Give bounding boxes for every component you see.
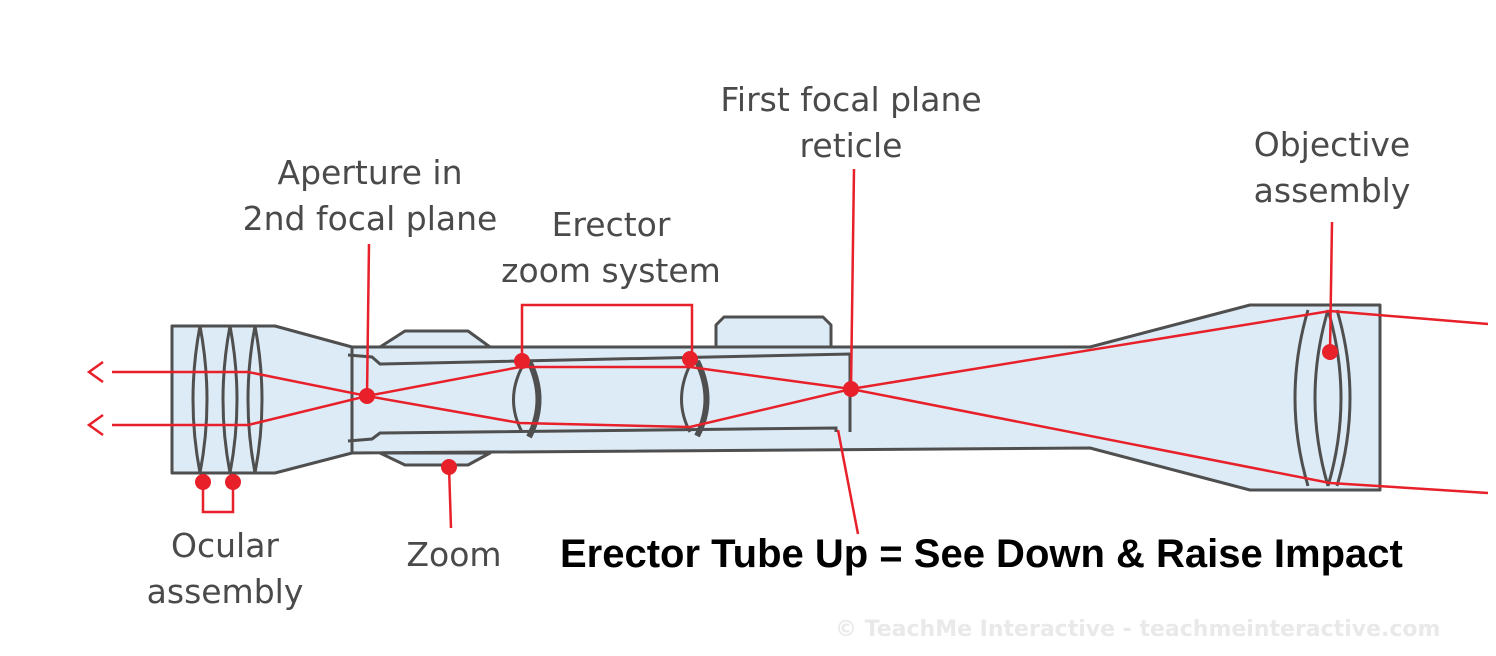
label-zoom: Zoom — [406, 532, 501, 578]
arrow-bottom — [86, 413, 104, 437]
label-ocular-line2: assembly — [146, 572, 304, 611]
label-objective-line1: Objective — [1253, 125, 1411, 164]
zoom-ring — [378, 329, 492, 349]
marker-first-focal — [843, 381, 859, 397]
leader-first-focal — [849, 168, 856, 390]
label-ocular-line1: Ocular — [170, 526, 279, 565]
zoom-ring-lower — [378, 451, 492, 467]
label-ocular: Ocular assembly — [147, 523, 304, 615]
marker-ocular-1 — [195, 474, 211, 490]
leader-zoom — [447, 466, 453, 529]
label-erector: Erector zoom system — [501, 202, 721, 294]
arrow-top — [86, 360, 104, 384]
headline: Erector Tube Up = See Down & Raise Impac… — [560, 532, 1403, 576]
ocular-lens-4 — [228, 325, 239, 474]
erector-lens-1-back — [526, 359, 542, 439]
objective-lens-front — [1313, 309, 1330, 487]
marker-ocular-2 — [225, 474, 241, 490]
label-first-focal: First focal plane reticle — [720, 77, 981, 169]
leader-ocular — [201, 482, 235, 514]
leader-objective — [1328, 221, 1334, 353]
objective-lens-outer-right — [1335, 309, 1352, 487]
label-zoom-text: Zoom — [406, 535, 502, 574]
ocular-lens-6 — [253, 325, 264, 474]
label-objective-line2: assembly — [1253, 171, 1411, 210]
ocular-lens-1 — [191, 325, 202, 474]
label-first-focal-line2: reticle — [799, 126, 903, 165]
marker-zoom — [441, 459, 457, 475]
ocular-lens-3 — [221, 325, 232, 474]
objective-lens-outer-left — [1293, 309, 1310, 487]
label-erector-line2: zoom system — [501, 251, 721, 290]
label-aperture-line2: 2nd focal plane — [242, 199, 498, 238]
credit-line: © TeachMe Interactive - teachmeinteracti… — [835, 617, 1441, 642]
label-erector-line1: Erector — [551, 205, 671, 244]
label-first-focal-line1: First focal plane — [720, 80, 982, 119]
label-aperture: Aperture in 2nd focal plane — [243, 150, 498, 242]
leader-aperture — [365, 243, 371, 397]
leader-erector-tube — [836, 429, 860, 535]
marker-erector-2 — [682, 351, 698, 367]
leader-erector — [520, 303, 694, 361]
marker-objective — [1322, 344, 1338, 360]
main-tube — [350, 303, 1382, 492]
marker-erector-1 — [514, 353, 530, 369]
label-objective: Objective assembly — [1254, 122, 1411, 214]
label-aperture-line1: Aperture in — [277, 153, 463, 192]
erector-lens-1 — [512, 366, 524, 433]
ray-top — [112, 309, 1489, 398]
objective-lens-back — [1326, 309, 1343, 487]
elevation-turret — [714, 315, 833, 349]
ocular-lens-5 — [246, 325, 257, 474]
ray-bottom — [112, 387, 1489, 495]
marker-aperture — [359, 388, 375, 404]
ocular-lens-2 — [198, 325, 209, 474]
erector-tube-bottom — [347, 426, 838, 443]
